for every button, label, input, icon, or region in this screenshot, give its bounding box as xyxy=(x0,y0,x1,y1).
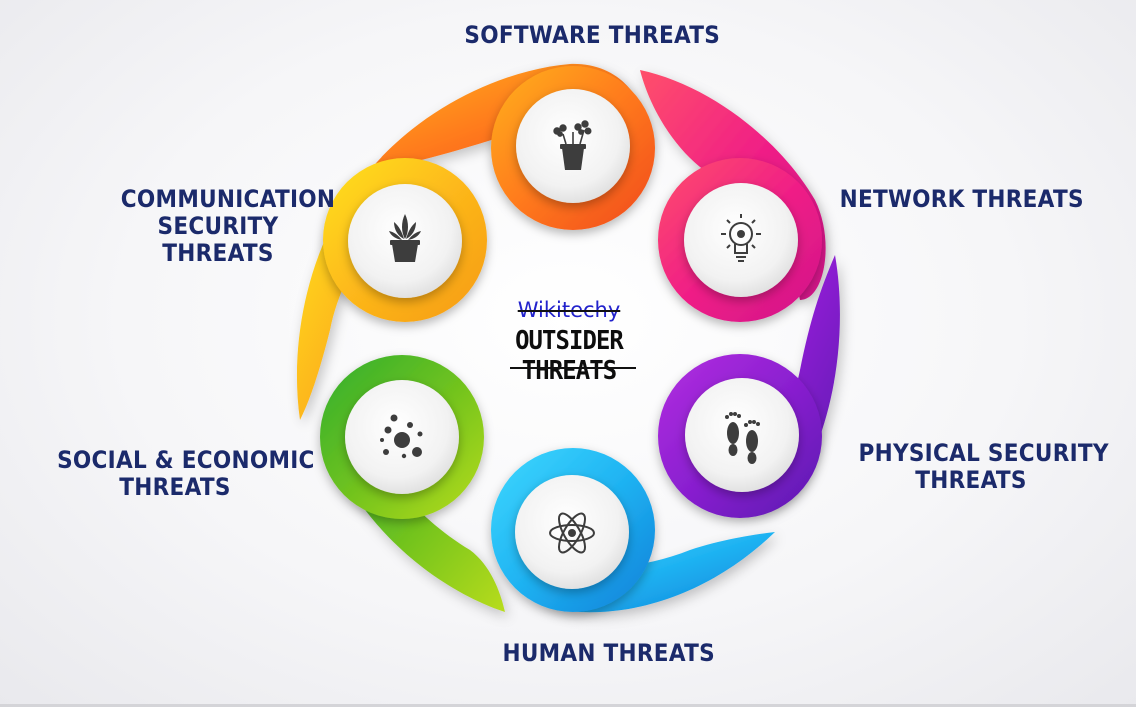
segment-social[interactable] xyxy=(320,355,484,519)
label-network: NETWORK THREATS xyxy=(839,185,1084,213)
segment-software[interactable] xyxy=(491,66,655,230)
label-network-line-1: NETWORK THREATS xyxy=(839,185,1084,213)
label-physical-line-1: PHYSICAL SECURITY xyxy=(858,439,1109,467)
lightbulb-gear-icon xyxy=(721,214,761,262)
flower-pot-icon xyxy=(553,120,592,170)
segment-communication[interactable] xyxy=(323,158,487,322)
label-software: SOFTWARE THREATS xyxy=(464,21,721,49)
label-communication-line-2: SECURITY xyxy=(157,212,279,240)
bubbles-icon xyxy=(380,414,423,459)
label-human-line-1: HUMAN THREATS xyxy=(502,639,715,667)
segment-network[interactable] xyxy=(658,158,822,322)
label-communication-line-1: COMMUNICATION xyxy=(120,185,336,213)
label-social: SOCIAL & ECONOMIC THREATS xyxy=(57,446,315,501)
label-communication-line-3: THREATS xyxy=(162,239,274,267)
succulent-pot-icon xyxy=(389,214,421,262)
label-software-line-1: SOFTWARE THREATS xyxy=(464,21,721,49)
label-physical-line-2: THREATS xyxy=(915,466,1027,494)
segment-physical[interactable] xyxy=(658,354,822,518)
center-block: Wikitechy OUTSIDER THREATS xyxy=(464,298,674,386)
footprints-icon xyxy=(725,412,760,464)
label-human: HUMAN THREATS xyxy=(502,639,715,667)
center-title: OUTSIDER THREATS xyxy=(515,326,624,386)
segment-human[interactable] xyxy=(491,448,655,612)
label-physical: PHYSICAL SECURITY THREATS xyxy=(858,439,1109,494)
brand-watermark: Wikitechy xyxy=(517,298,621,322)
label-communication: COMMUNICATION SECURITY THREATS xyxy=(120,185,336,267)
atom-icon xyxy=(549,512,595,554)
bottom-border xyxy=(0,704,1136,707)
center-underline xyxy=(510,367,636,369)
label-social-line-2: THREATS xyxy=(119,473,231,501)
label-social-line-1: SOCIAL & ECONOMIC xyxy=(57,446,315,474)
